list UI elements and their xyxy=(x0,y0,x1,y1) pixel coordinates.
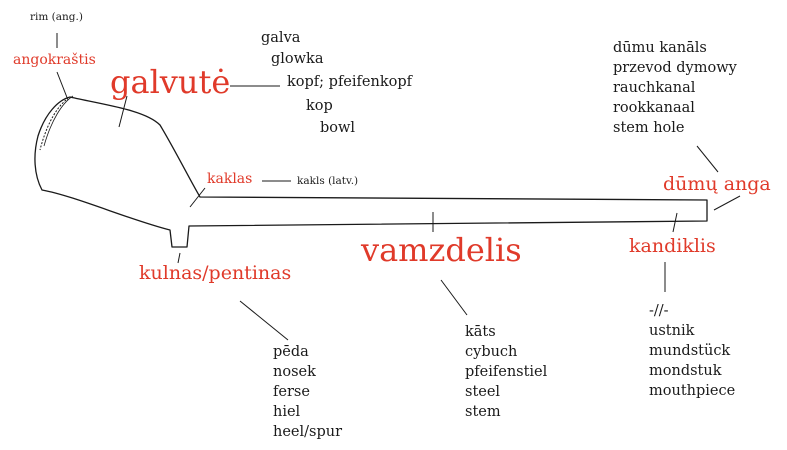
stem-term: stem xyxy=(465,404,501,420)
stem-term: steel xyxy=(465,384,501,400)
stem-term: cybuch xyxy=(465,344,518,360)
smoke-hole-term: dūmu kanāls xyxy=(613,40,707,56)
neck-label: kaklas xyxy=(207,171,253,187)
leader-head xyxy=(118,95,128,128)
leader-smoke-hole xyxy=(713,195,741,211)
pipe-rim-line xyxy=(39,99,67,151)
mouthpiece-term: mundstück xyxy=(649,343,731,359)
head-label: galvutė xyxy=(110,63,231,101)
leader-smoke-hole-terms xyxy=(696,145,719,173)
leader-mouthpiece xyxy=(672,212,678,233)
head-term: galva xyxy=(261,30,301,46)
mouthpiece-term: mondstuk xyxy=(649,363,722,379)
stem-term: kāts xyxy=(465,324,496,340)
rim-label: angokraštis xyxy=(13,52,96,68)
heel-terms: pēda nosek ferse hiel heel/spur xyxy=(273,342,342,442)
pipe-outline xyxy=(34,96,708,248)
mouthpiece-term: mouthpiece xyxy=(649,383,736,399)
leader-neck xyxy=(189,187,206,208)
pipe-rim-edge xyxy=(43,95,74,147)
stem-terms: kāts cybuch pfeifenstiel steel stem xyxy=(465,322,547,422)
smoke-hole-terms: dūmu kanāls przevod dymowy rauchkanal ro… xyxy=(613,38,737,138)
head-term: kopf; pfeifenkopf xyxy=(287,74,412,90)
mouthpiece-term: -//- xyxy=(649,303,669,319)
mouthpiece-terms: -//- ustnik mundstück mondstuk mouthpiec… xyxy=(649,301,735,401)
heel-term: nosek xyxy=(273,364,316,380)
heel-term: ferse xyxy=(273,384,310,400)
leader-heel-terms xyxy=(239,300,289,341)
heel-term: pēda xyxy=(273,344,309,360)
rim-eng-label: rim (ang.) xyxy=(30,11,83,23)
stem-term: pfeifenstiel xyxy=(465,364,548,380)
mouthpiece-term: ustnik xyxy=(649,323,695,339)
neck-lv-label: kakls (latv.) xyxy=(297,175,359,187)
head-term: kop xyxy=(306,98,333,114)
stem-label: vamzdelis xyxy=(361,231,522,269)
leader-heel xyxy=(177,252,181,264)
smoke-hole-term: rauchkanal xyxy=(613,80,696,96)
head-term: bowl xyxy=(320,120,356,136)
heel-term: heel/spur xyxy=(273,424,343,440)
smoke-hole-term: rookkanaal xyxy=(613,100,695,116)
leader-rim xyxy=(56,71,69,101)
smoke-hole-label: dūmų anga xyxy=(663,173,771,195)
smoke-hole-term: stem hole xyxy=(613,120,685,136)
leader-stem-terms xyxy=(440,279,468,316)
heel-label: kulnas/pentinas xyxy=(139,262,292,284)
mouthpiece-label: kandiklis xyxy=(629,235,716,257)
head-term: glowka xyxy=(271,51,324,67)
smoke-hole-term: przevod dymowy xyxy=(613,60,737,76)
heel-term: hiel xyxy=(273,404,301,420)
